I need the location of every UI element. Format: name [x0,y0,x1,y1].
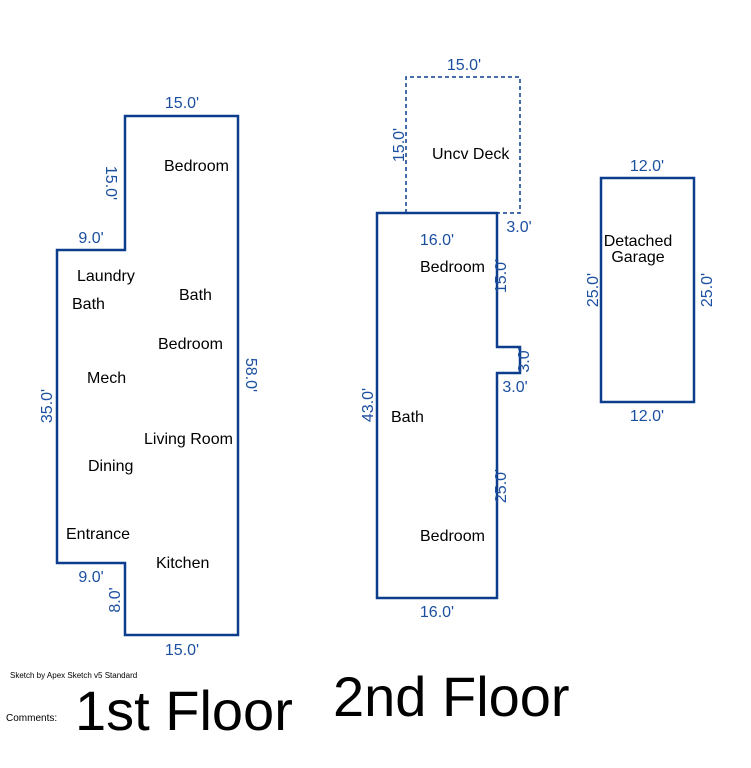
garage-dim-left: 25.0' [585,273,602,307]
garage-dim-bottom: 12.0' [630,408,664,425]
f2-dim-right-lower: 25.0' [493,469,510,503]
f2-dim-bump-out: 3.0' [516,347,533,372]
garage-label: Garage [611,249,664,266]
sketch-credit: Sketch by Apex Sketch v5 Standard [10,671,137,680]
garage-dim-top: 12.0' [630,158,664,175]
f1-dim-right: 58.0' [242,358,259,392]
f2-dim-bottom: 16.0' [420,604,454,621]
f2-dim-deck-top: 15.0' [447,57,481,74]
garage-outline [599,176,696,404]
f1-room-label: Living Room [144,431,233,448]
f1-dim-left: 35.0' [39,389,56,423]
comments-label: Comments: [6,713,57,724]
f2-dim-right-upper: 15.0' [493,259,510,293]
f1-room-label: Mech [87,370,126,387]
f2-dim-left: 43.0' [360,388,377,422]
f1-dim-lower-left: 8.0' [107,587,124,612]
f1-room-label: Entrance [66,526,130,543]
first-floor-outline [55,114,240,637]
deck-outline [405,76,521,214]
f1-dim-left-step: 9.0' [78,230,103,247]
f1-room-label: Laundry [77,268,135,285]
second-floor-title: 2nd Floor [333,665,570,728]
f1-room-label: Dining [88,458,133,475]
second-floor-outline [375,211,522,600]
f1-dim-upper-left: 15.0' [102,166,119,200]
f2-room-label: Bath [391,409,424,426]
f1-room-label: Bath [179,287,212,304]
first-floor-title: 1st Floor [75,679,293,742]
f1-dim-bottom: 15.0' [165,642,199,659]
f2-dim-top: 16.0' [420,232,454,249]
f2-room-label: Bedroom [420,528,485,545]
f1-room-label: Bedroom [158,336,223,353]
f1-room-label: Bath [72,296,105,313]
f2-room-label: Uncv Deck [432,146,510,163]
f1-room-label: Kitchen [156,555,209,572]
f1-dim-lower-step: 9.0' [78,569,103,586]
f1-room-label: Bedroom [164,158,229,175]
garage-dim-right: 25.0' [699,273,716,307]
f2-dim-bump-in: 3.0' [502,379,527,396]
f2-room-label: Bedroom [420,259,485,276]
garage-label: Detached [604,233,673,250]
f2-dim-deck-left: 15.0' [391,128,408,162]
f2-dim-deck-offset: 3.0' [506,219,531,236]
f1-dim-top: 15.0' [165,95,199,112]
